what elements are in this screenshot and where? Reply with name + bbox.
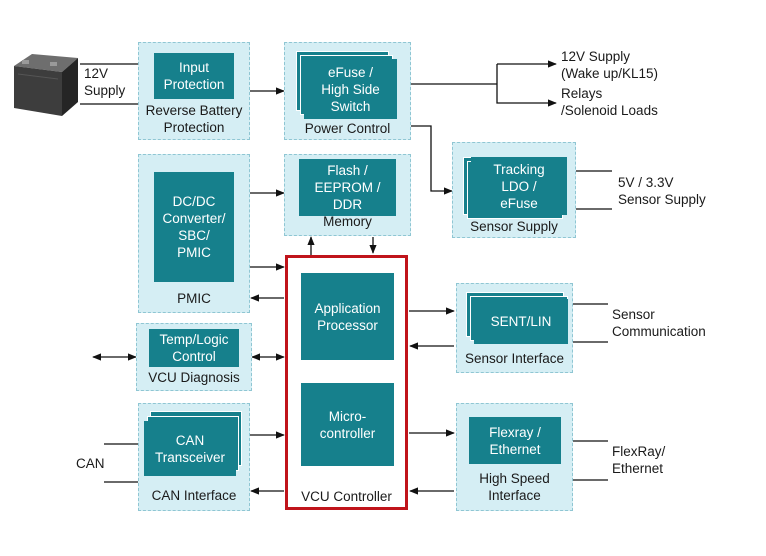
memory-block: Flash / EEPROM / DDR — [299, 159, 396, 216]
pmic-group: DC/DC Converter/ SBC/ PMIC PMIC — [138, 154, 250, 313]
power-control-group: eFuse / High Side Switch Power Control — [284, 42, 411, 140]
arrow-power-to-sensor-supply — [411, 125, 453, 195]
vcu-controller-caption: VCU Controller — [301, 489, 392, 504]
reverse-battery-caption: Reverse Battery Protection — [145, 103, 243, 135]
supply-12v-wakeup-label: 12V Supply (Wake up/KL15) — [561, 49, 659, 81]
flexray-ethernet-block: Flexray / Ethernet — [469, 417, 561, 464]
sensor-interface-caption: Sensor Interface — [464, 351, 565, 366]
vcu-diagnosis-caption: VCU Diagnosis — [148, 370, 240, 385]
input-protection-block: Input Protection — [154, 53, 234, 99]
microcontroller-block: Micro- controller — [301, 383, 394, 466]
vcu-controller-frame: Application Processor Micro- controller … — [285, 255, 408, 510]
can-bus-label: CAN — [76, 456, 105, 471]
battery-supply-label: 12V Supply — [84, 66, 126, 98]
can-interface-caption: CAN Interface — [151, 488, 237, 503]
application-processor-block: Application Processor — [301, 273, 394, 360]
power-control-caption: Power Control — [304, 121, 391, 136]
can-transceiver-block: CAN Transceiver — [144, 421, 236, 476]
pmic-caption: PMIC — [177, 291, 211, 306]
sensor-communication-label: Sensor Communication — [612, 307, 706, 339]
vcu-diagnosis-group: Temp/Logic Control VCU Diagnosis — [136, 323, 252, 391]
sent-lin-block: SENT/LIN — [474, 299, 568, 344]
high-speed-interface-caption: High Speed Interface — [479, 471, 550, 503]
efuse-switch-block: eFuse / High Side Switch — [304, 59, 397, 119]
sensor-supply-output-label: 5V / 3.3V Sensor Supply — [618, 175, 706, 207]
sensor-supply-group: Tracking LDO / eFuse Sensor Supply — [452, 142, 576, 238]
tracking-ldo-block: Tracking LDO / eFuse — [471, 157, 567, 215]
arrow-to-relays — [496, 64, 557, 107]
input-protection-group: Input Protection Reverse Battery Protect… — [138, 42, 250, 140]
car-battery-icon — [10, 52, 80, 118]
sensor-supply-caption: Sensor Supply — [470, 219, 558, 234]
relays-solenoid-label: Relays /Solenoid Loads — [561, 86, 658, 118]
temp-logic-block: Temp/Logic Control — [149, 329, 239, 367]
pmic-block: DC/DC Converter/ SBC/ PMIC — [154, 172, 234, 282]
can-interface-group: CAN Transceiver CAN Interface — [138, 403, 250, 511]
high-speed-interface-group: Flexray / Ethernet High Speed Interface — [456, 403, 573, 511]
memory-caption: Memory — [323, 214, 372, 229]
flexray-ethernet-label: FlexRay/ Ethernet — [612, 444, 666, 476]
memory-group: Flash / EEPROM / DDR Memory — [284, 154, 411, 236]
sensor-interface-group: SENT/LIN Sensor Interface — [456, 283, 573, 373]
